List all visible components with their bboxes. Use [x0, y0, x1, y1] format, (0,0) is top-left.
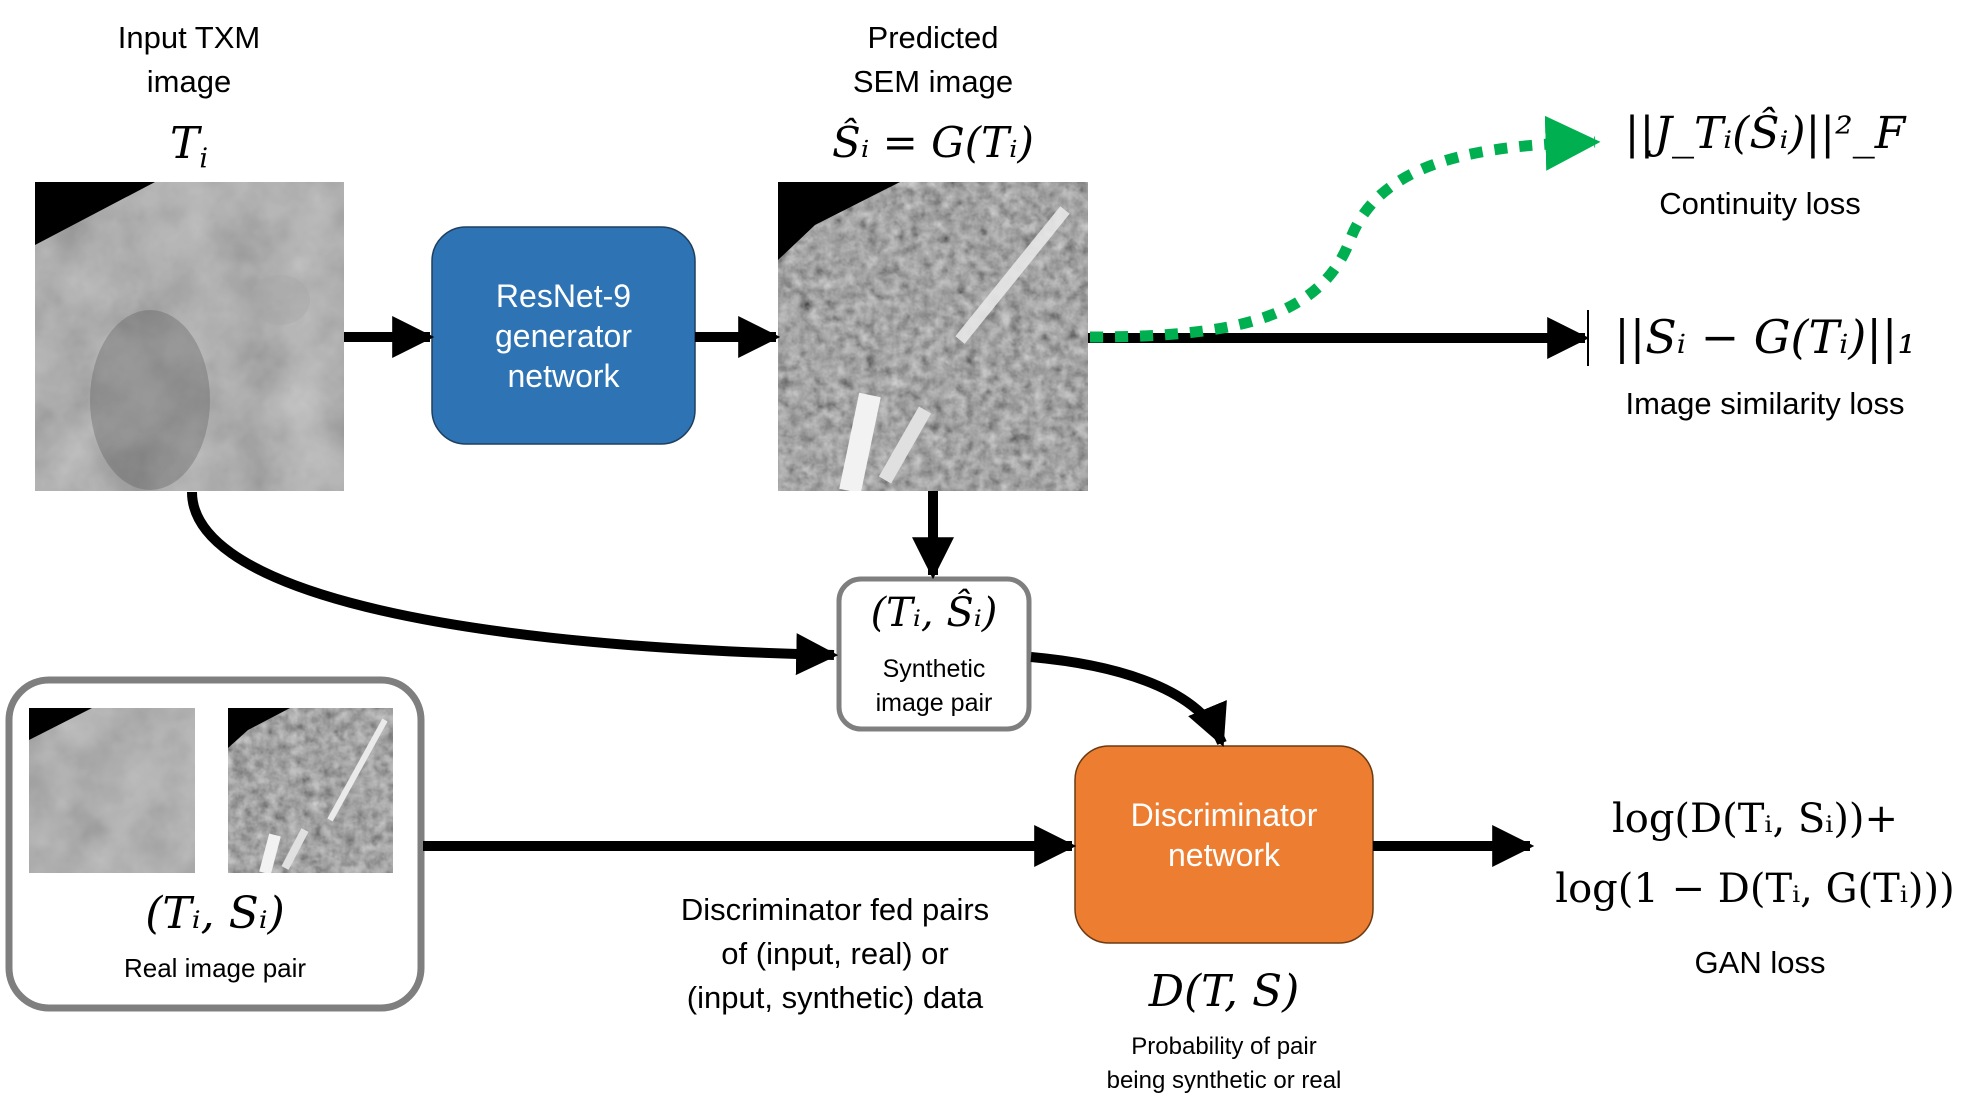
real-pair-sem-thumbnail: [228, 708, 393, 873]
predicted-image-title: Predicted SEM image: [833, 16, 1033, 104]
input-image-symbol: Ti: [89, 118, 289, 175]
similarity-loss-label: Image similarity loss: [1625, 386, 1905, 421]
discriminator-description-line2: being synthetic or real: [1106, 1067, 1342, 1094]
discriminator-description-line1: Probability of pair: [1131, 1033, 1317, 1060]
real-pair-formula: (Tᵢ, Sᵢ): [145, 888, 285, 939]
input-image-title-line2: image: [146, 64, 232, 99]
gan-loss-formula-line1: log(D(Tᵢ, Sᵢ))+: [1611, 796, 1899, 842]
synthetic-pair-label-line2: image pair: [875, 689, 993, 717]
discriminator-label-line1: Discriminator: [1130, 796, 1318, 833]
real-pair-label: Real image pair: [123, 953, 307, 983]
symbol-t: T: [169, 118, 200, 169]
synthetic-pair-label-line1: Synthetic: [882, 655, 986, 683]
predicted-image-formula: Ŝᵢ = G(Tᵢ): [832, 118, 1034, 167]
generator-label: ResNet-9 generator network: [432, 227, 695, 444]
predicted-sem-image: [778, 182, 1088, 491]
input-txm-image: [35, 182, 344, 491]
synthetic-pair-formula: (Tᵢ, Ŝᵢ): [870, 590, 998, 636]
input-image-title: Input TXM image: [89, 16, 289, 104]
discriminator-formula: D(T, S): [1148, 966, 1300, 1017]
feed-note-line1: Discriminator fed pairs: [680, 892, 990, 927]
discriminator-label-line2: network: [1167, 836, 1281, 873]
generator-label-line1: ResNet-9: [495, 277, 632, 314]
predicted-image-title-line1: Predicted: [867, 20, 999, 55]
arrow-synthetic-to-discriminator: [1030, 652, 1227, 747]
continuity-loss-label: Continuity loss: [1659, 186, 1861, 221]
real-pair-txm-thumbnail: [29, 708, 195, 873]
arrow-txm-to-synthetic-pair: [187, 491, 839, 676]
continuity-loss-formula: ||J_Tᵢ(Ŝᵢ)||²_F: [1624, 108, 1906, 159]
synthetic-pair-label: Synthetic image pair: [839, 652, 1029, 720]
feed-note-line3: (input, synthetic) data: [686, 980, 984, 1015]
discriminator-feed-note: Discriminator fed pairs of (input, real)…: [635, 888, 1035, 1020]
predicted-image-title-line2: SEM image: [852, 64, 1014, 99]
symbol-sub-i: i: [199, 143, 209, 175]
gan-loss-label: GAN loss: [1694, 945, 1826, 980]
generator-label-line2: generator: [495, 317, 632, 354]
generator-label-line3: network: [507, 357, 620, 394]
gan-loss-formula-line2: log(1 − D(Tᵢ, G(Tᵢ))): [1555, 866, 1955, 912]
arrow-sem-to-continuity-loss: [1089, 115, 1601, 343]
feed-note-line2: of (input, real) or: [721, 936, 949, 971]
input-image-title-line1: Input TXM: [117, 20, 261, 55]
similarity-loss-formula: ||Sᵢ − G(Tᵢ)||₁: [1614, 310, 1916, 364]
discriminator-description: Probability of pair being synthetic or r…: [1024, 1030, 1424, 1098]
discriminator-label: Discriminator network: [1075, 746, 1373, 943]
